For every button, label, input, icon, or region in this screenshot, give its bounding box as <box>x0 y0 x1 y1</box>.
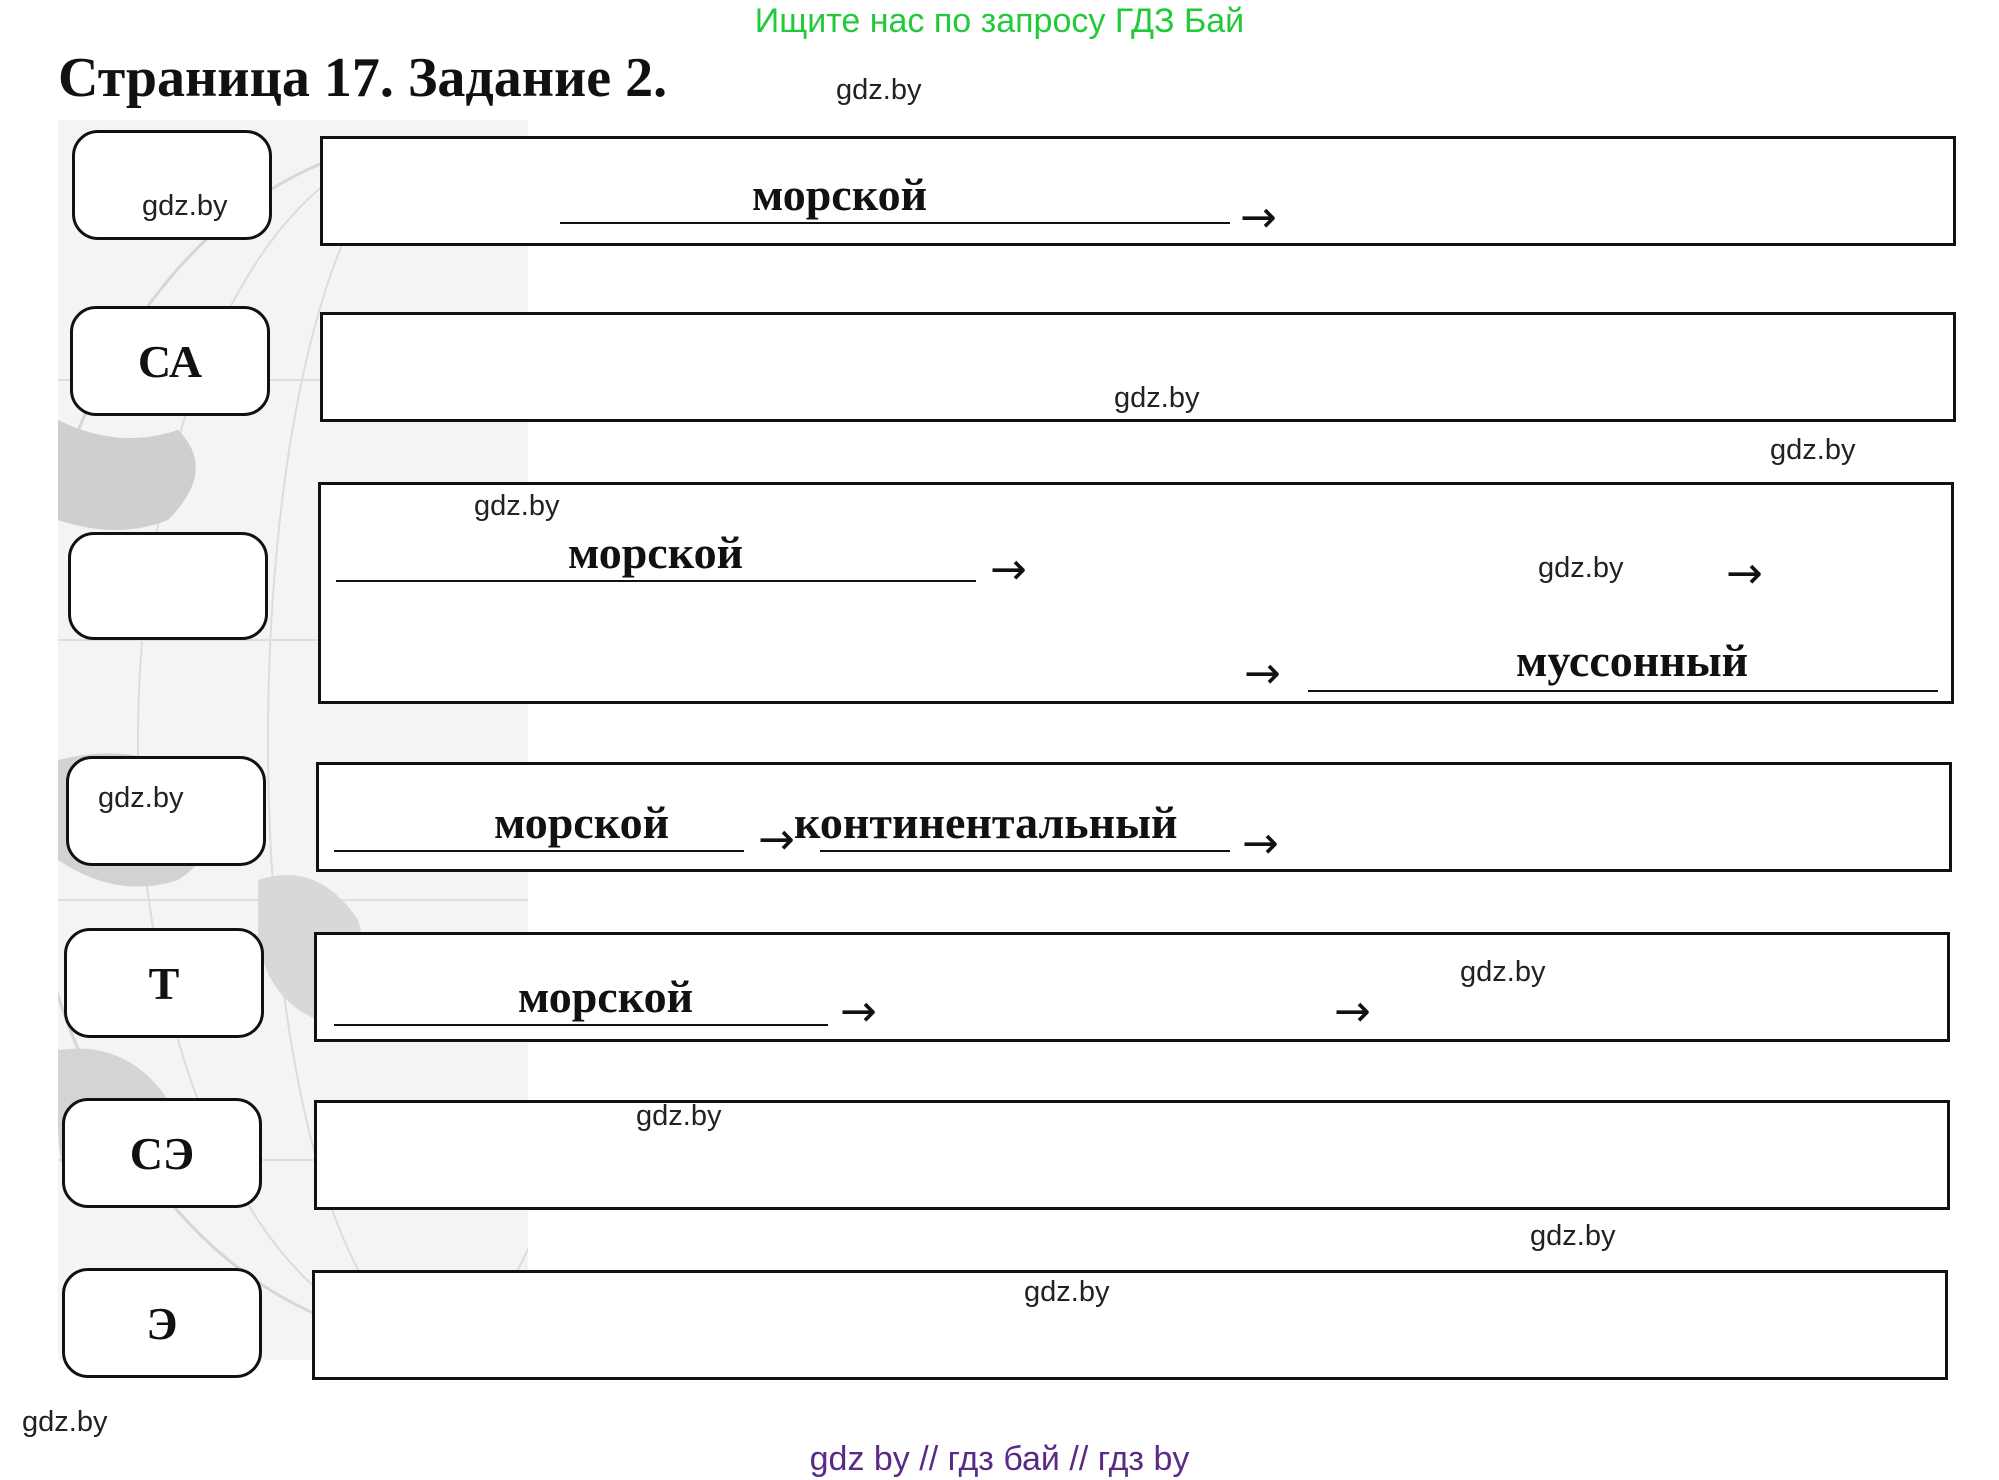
air-mass-label-row-4 <box>66 756 266 866</box>
answer-box-row-3 <box>318 482 1954 704</box>
air-mass-label-row-6: СЭ <box>62 1098 262 1208</box>
watermark[interactable]: gdz.by <box>474 490 560 522</box>
arrow-right-icon: → <box>758 814 795 865</box>
arrow-right-icon: → <box>1244 648 1281 699</box>
air-mass-label-row-1 <box>72 130 272 240</box>
air-mass-label-row-2: СА <box>70 306 270 416</box>
fill-line <box>334 850 744 852</box>
answer-text: континентальный <box>794 797 1178 848</box>
watermark[interactable]: gdz.by <box>22 1406 108 1438</box>
fill-line <box>334 1024 828 1026</box>
answer-box-row-6 <box>314 1100 1950 1210</box>
arrow-right-icon: → <box>1242 818 1279 869</box>
arrow-right-icon: → <box>1240 192 1277 243</box>
watermark[interactable]: gdz.by <box>1770 434 1856 466</box>
watermark[interactable]: gdz.by <box>1460 956 1546 988</box>
watermark[interactable]: gdz.by <box>1024 1276 1110 1308</box>
watermark[interactable]: gdz.by <box>1538 552 1624 584</box>
fill-line <box>820 850 1230 852</box>
page-title: Страница 17. Задание 2. <box>58 47 668 109</box>
footer-links[interactable]: gdz by // гдз бай // гдз by <box>809 1440 1190 1478</box>
air-mass-label-row-7: Э <box>62 1268 262 1378</box>
answer-box-row-7 <box>312 1270 1948 1380</box>
fill-line <box>1308 690 1938 692</box>
answer-text: морской <box>494 797 670 848</box>
answer-box-row-4 <box>316 762 1952 872</box>
watermark[interactable]: gdz.by <box>1114 382 1200 414</box>
answer-text: морской <box>568 527 744 578</box>
arrow-right-icon: → <box>840 986 877 1037</box>
answer-box-row-2 <box>320 312 1956 422</box>
arrow-right-icon: → <box>1726 548 1763 599</box>
answer-box-row-1 <box>320 136 1956 246</box>
answer-text: морской <box>752 169 928 220</box>
air-mass-label-row-5: Т <box>64 928 264 1038</box>
fill-line <box>336 580 976 582</box>
answer-text: муссонный <box>1516 635 1749 686</box>
top-banner[interactable]: Ищите нас по запросу ГДЗ Бай <box>754 2 1245 40</box>
watermark[interactable]: gdz.by <box>142 190 228 222</box>
arrow-right-icon: → <box>1334 986 1371 1037</box>
answer-box-row-5 <box>314 932 1950 1042</box>
answer-text: морской <box>518 971 694 1022</box>
air-mass-label-row-3 <box>68 532 268 640</box>
arrow-right-icon: → <box>990 544 1027 595</box>
watermark[interactable]: gdz.by <box>836 74 922 106</box>
fill-line <box>560 222 1230 224</box>
watermark[interactable]: gdz.by <box>636 1100 722 1132</box>
watermark[interactable]: gdz.by <box>1530 1220 1616 1252</box>
watermark[interactable]: gdz.by <box>98 782 184 814</box>
